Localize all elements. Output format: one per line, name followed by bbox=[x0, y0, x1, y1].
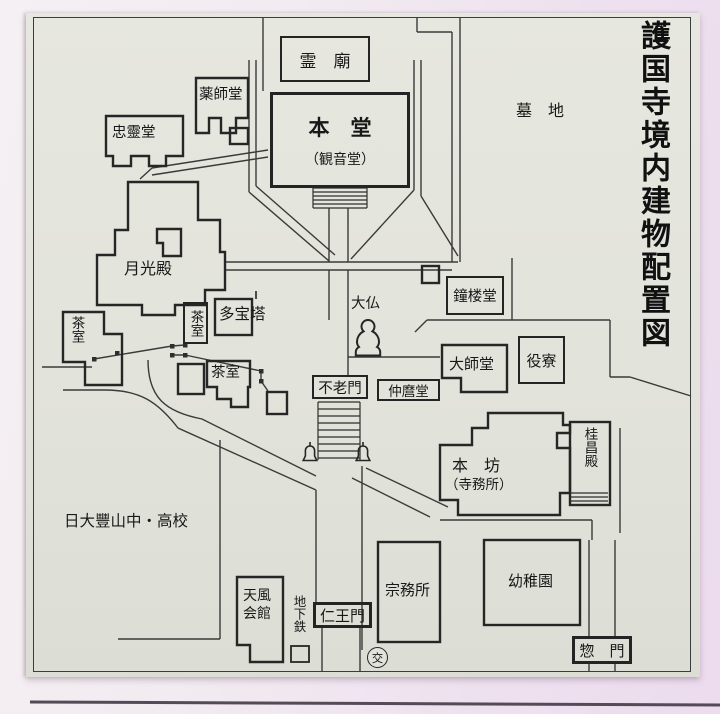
reibyo-label: 霊 廟 bbox=[299, 51, 351, 72]
furomon-label: 不老門 bbox=[318, 380, 362, 397]
police-box-label: 交 bbox=[371, 650, 384, 665]
yakuryo-label: 役寮 bbox=[526, 351, 557, 370]
map-title: 護国寺境内建物配置図 bbox=[635, 20, 670, 350]
chashitsu-left-label: 茶室 bbox=[68, 316, 85, 343]
niomon-gate: 仁王門 bbox=[313, 602, 372, 628]
gekkoden-courtyard-notch bbox=[155, 227, 183, 258]
furomon-stairs bbox=[317, 401, 361, 460]
hondo-label: 本 堂 bbox=[308, 114, 372, 140]
somon-gate: 惣 門 bbox=[572, 636, 632, 664]
nakamarodo-building: 仲麿堂 bbox=[377, 379, 440, 401]
tahoto-label: 多宝塔 bbox=[219, 305, 266, 323]
tenpu-kaikan-label: 天風 会館 bbox=[243, 587, 271, 623]
nakamarodo-label: 仲麿堂 bbox=[388, 384, 429, 400]
chureido-outline bbox=[104, 114, 185, 168]
tenpu-kaikan-outline bbox=[235, 575, 285, 664]
daishido-outline bbox=[440, 343, 509, 394]
small-square-building-2 bbox=[265, 390, 289, 416]
somusho-outline bbox=[376, 540, 442, 644]
daishido-label: 大師堂 bbox=[449, 355, 495, 373]
yakushido-label: 薬師堂 bbox=[199, 87, 243, 103]
tenpu-kaikan-label-line2: 会館 bbox=[243, 606, 271, 623]
honbo-sub-label: （寺務所） bbox=[445, 477, 513, 493]
shorodo-label: 鐘楼堂 bbox=[453, 289, 497, 305]
chashitsu-mid-annex bbox=[176, 362, 206, 396]
buildings-layer bbox=[61, 76, 612, 664]
roads-layer bbox=[42, 18, 692, 671]
subway-entrance-square bbox=[290, 645, 310, 663]
small-square-building-1 bbox=[228, 126, 250, 146]
tenpu-kaikan-label-line1: 天風 bbox=[243, 588, 271, 604]
keishoden-label: 桂昌殿 bbox=[581, 427, 598, 468]
chashitsu-mid-outline bbox=[205, 359, 252, 409]
gekkoden-label: 月光殿 bbox=[124, 259, 173, 278]
reibyo-building: 霊 廟 bbox=[280, 36, 370, 82]
school-area-label: 日大豐山中・高校 bbox=[64, 512, 189, 530]
police-box-icon: 交 bbox=[367, 647, 388, 668]
honbo-label: 本 坊 bbox=[452, 456, 501, 475]
keishoden-stairs bbox=[570, 492, 608, 506]
furomon-gate: 不老門 bbox=[312, 375, 368, 399]
map-border-frame bbox=[33, 17, 691, 672]
small-square-building-3 bbox=[420, 264, 441, 285]
yakuryo-building: 役寮 bbox=[518, 336, 565, 384]
lantern-icon-right bbox=[354, 442, 372, 462]
stairs-layer bbox=[312, 187, 608, 506]
chashitsu-mid-label: 茶室 bbox=[211, 365, 240, 381]
cemetery-area-label: 墓 地 bbox=[516, 101, 565, 120]
yochien-outline bbox=[482, 538, 582, 627]
buddha-icon bbox=[354, 318, 382, 357]
chashitsu-left-outline bbox=[61, 310, 124, 387]
somusho-label: 宗務所 bbox=[385, 581, 431, 599]
subway-label: 地下鉄 bbox=[291, 595, 307, 633]
hondo-building: 本 堂 （観音堂） bbox=[270, 92, 410, 188]
daibutsu-label: 大仏 bbox=[351, 296, 380, 312]
dotted-walkway-lines bbox=[93, 344, 269, 392]
chureido-label: 忠靈堂 bbox=[112, 125, 156, 141]
lantern-icon-left bbox=[301, 442, 319, 462]
hondo-sub-label: （観音堂） bbox=[305, 151, 375, 168]
honbo-outline bbox=[438, 411, 572, 517]
yakushido-outline bbox=[194, 76, 250, 135]
map-paper bbox=[26, 13, 700, 677]
road-paths bbox=[42, 18, 692, 671]
somon-label: 惣 門 bbox=[579, 641, 625, 660]
chashitsu-box-building: 茶室 bbox=[183, 302, 208, 344]
hondo-stairs bbox=[312, 187, 368, 209]
tahoto-outline bbox=[213, 297, 254, 337]
lantern-icons bbox=[301, 442, 372, 462]
niomon-label: 仁王門 bbox=[319, 606, 365, 625]
gekkoden-outline bbox=[95, 180, 227, 317]
chashitsu-box-label: 茶室 bbox=[187, 309, 204, 337]
shorodo-building: 鐘楼堂 bbox=[446, 276, 504, 315]
yochien-label: 幼稚園 bbox=[508, 572, 554, 590]
